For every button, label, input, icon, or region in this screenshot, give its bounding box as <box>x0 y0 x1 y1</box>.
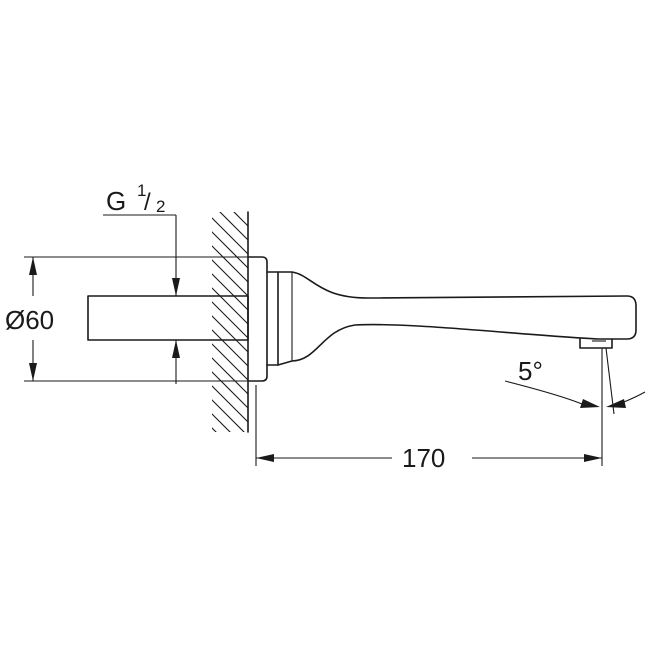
hatch-line <box>212 413 231 432</box>
hatch-line <box>212 287 248 325</box>
hatch-line <box>212 301 248 339</box>
hatch-line <box>212 245 248 283</box>
wall-hatching <box>200 150 260 518</box>
hatch-line <box>212 399 245 432</box>
aerator-outlet <box>579 338 613 349</box>
spout-body <box>277 271 637 366</box>
hatch-line <box>212 385 248 423</box>
threaded-pipe <box>87 295 249 341</box>
diameter-label: Ø60 <box>5 305 54 335</box>
hatch-line <box>200 430 260 490</box>
hatch-line <box>200 444 260 504</box>
thread-label-slash: / <box>144 189 151 216</box>
hatch-line <box>212 315 248 353</box>
hatch-line <box>212 329 248 367</box>
angle-dimension <box>504 347 646 415</box>
hatch-line <box>212 343 248 381</box>
hatch-line <box>212 427 217 432</box>
thread-label-numerator: 1 <box>137 181 146 200</box>
length-dimension <box>255 348 603 466</box>
thread-dimension <box>103 214 180 384</box>
hatch-line <box>212 357 248 395</box>
angle-label: 5° <box>518 356 543 386</box>
hatch-line <box>233 212 248 227</box>
diameter-dimension <box>24 256 248 382</box>
hatch-line <box>219 212 248 241</box>
hatch-line <box>212 217 248 255</box>
escutcheon-plate <box>247 256 268 382</box>
hatch-line <box>247 212 248 213</box>
thread-label-prefix: G <box>106 186 126 216</box>
hatch-line <box>212 231 248 269</box>
hatch-line <box>212 259 248 297</box>
hatch-line <box>200 458 260 518</box>
length-label: 170 <box>402 443 445 473</box>
thread-label-denominator: 2 <box>156 197 165 216</box>
hatch-line <box>200 150 260 210</box>
hatch-line <box>212 371 248 409</box>
hatch-line <box>212 273 248 311</box>
